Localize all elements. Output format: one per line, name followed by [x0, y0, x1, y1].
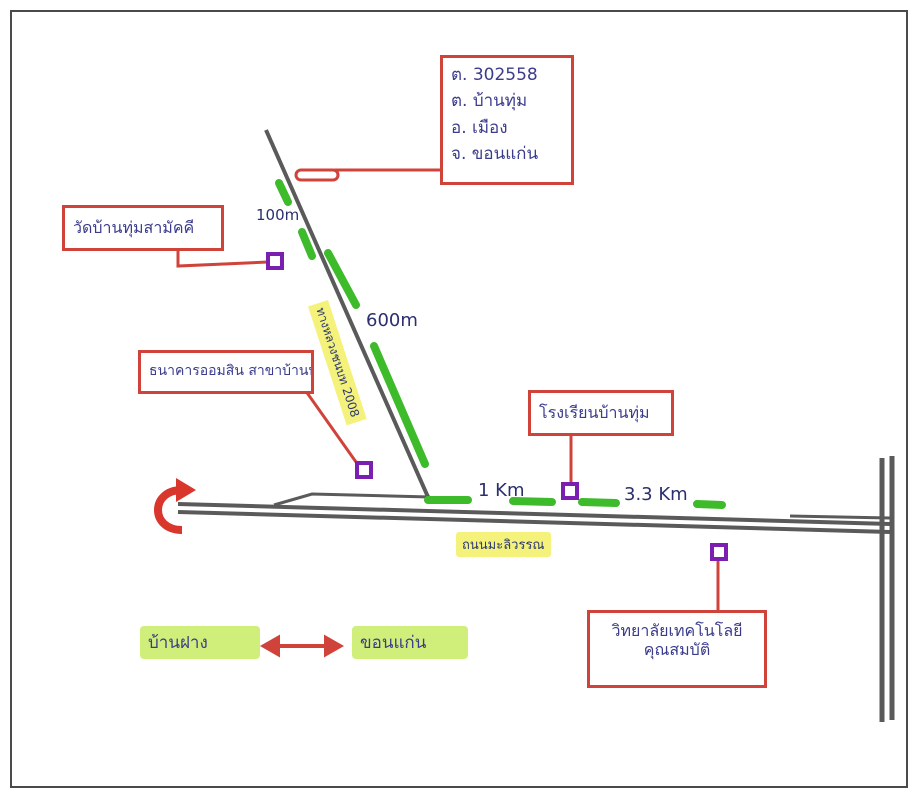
bank-marker [355, 461, 373, 479]
distance-3-3km: 3.3 Km [624, 484, 688, 505]
distance-1km: 1 Km [478, 480, 525, 501]
destination-marker [294, 168, 340, 182]
legend-from: บ้านฝาง [140, 626, 260, 659]
fork-road [273, 492, 431, 507]
map-frame [10, 10, 908, 788]
college-label-box: วิทยาลัยเทคโนโลยี คุณสมบัติ [587, 610, 767, 688]
school-label: โรงเรียนบ้านทุ่ม [539, 403, 650, 422]
distance-100m: 100m [256, 206, 300, 224]
temple-label: วัดบ้านทุ่มสามัคคี [73, 218, 195, 237]
college-label-line-1: วิทยาลัยเทคโนโลยี [611, 621, 743, 640]
school-label-box: โรงเรียนบ้านทุ่ม [528, 390, 674, 436]
distance-600m: 600m [366, 310, 418, 331]
college-marker [710, 543, 728, 561]
route-dashes-main [424, 496, 726, 509]
route-dashes-diagonal [275, 179, 429, 468]
school-marker [561, 482, 579, 500]
main-road [177, 502, 893, 534]
u-turn-icon [154, 478, 196, 534]
main-road-label: ถนนมะลิวรรณ [456, 532, 551, 557]
address-line-3: อ. เมือง [451, 117, 508, 138]
bank-label: ธนาคารออมสิน สาขาบ้านทุ่ม [149, 363, 314, 379]
highway-right [879, 456, 895, 722]
address-line-1: ต. 302558 [451, 65, 538, 85]
address-line-4: จ. ขอนแก่น [451, 144, 539, 165]
college-label-line-2: คุณสมบัติ [643, 640, 711, 660]
diagonal-road [264, 129, 430, 498]
legend-to: ขอนแก่น [352, 626, 468, 659]
double-arrow-icon [259, 634, 345, 658]
temple-marker [266, 252, 284, 270]
bank-label-box: ธนาคารออมสิน สาขาบ้านทุ่ม [138, 350, 314, 394]
address-box: ต. 302558 ต. บ้านทุ่ม อ. เมือง จ. ขอนแก่… [440, 55, 574, 185]
temple-label-box: วัดบ้านทุ่มสามัคคี [62, 205, 224, 251]
landmark-markers [266, 252, 728, 561]
address-line-2: ต. บ้านทุ่ม [451, 91, 528, 112]
